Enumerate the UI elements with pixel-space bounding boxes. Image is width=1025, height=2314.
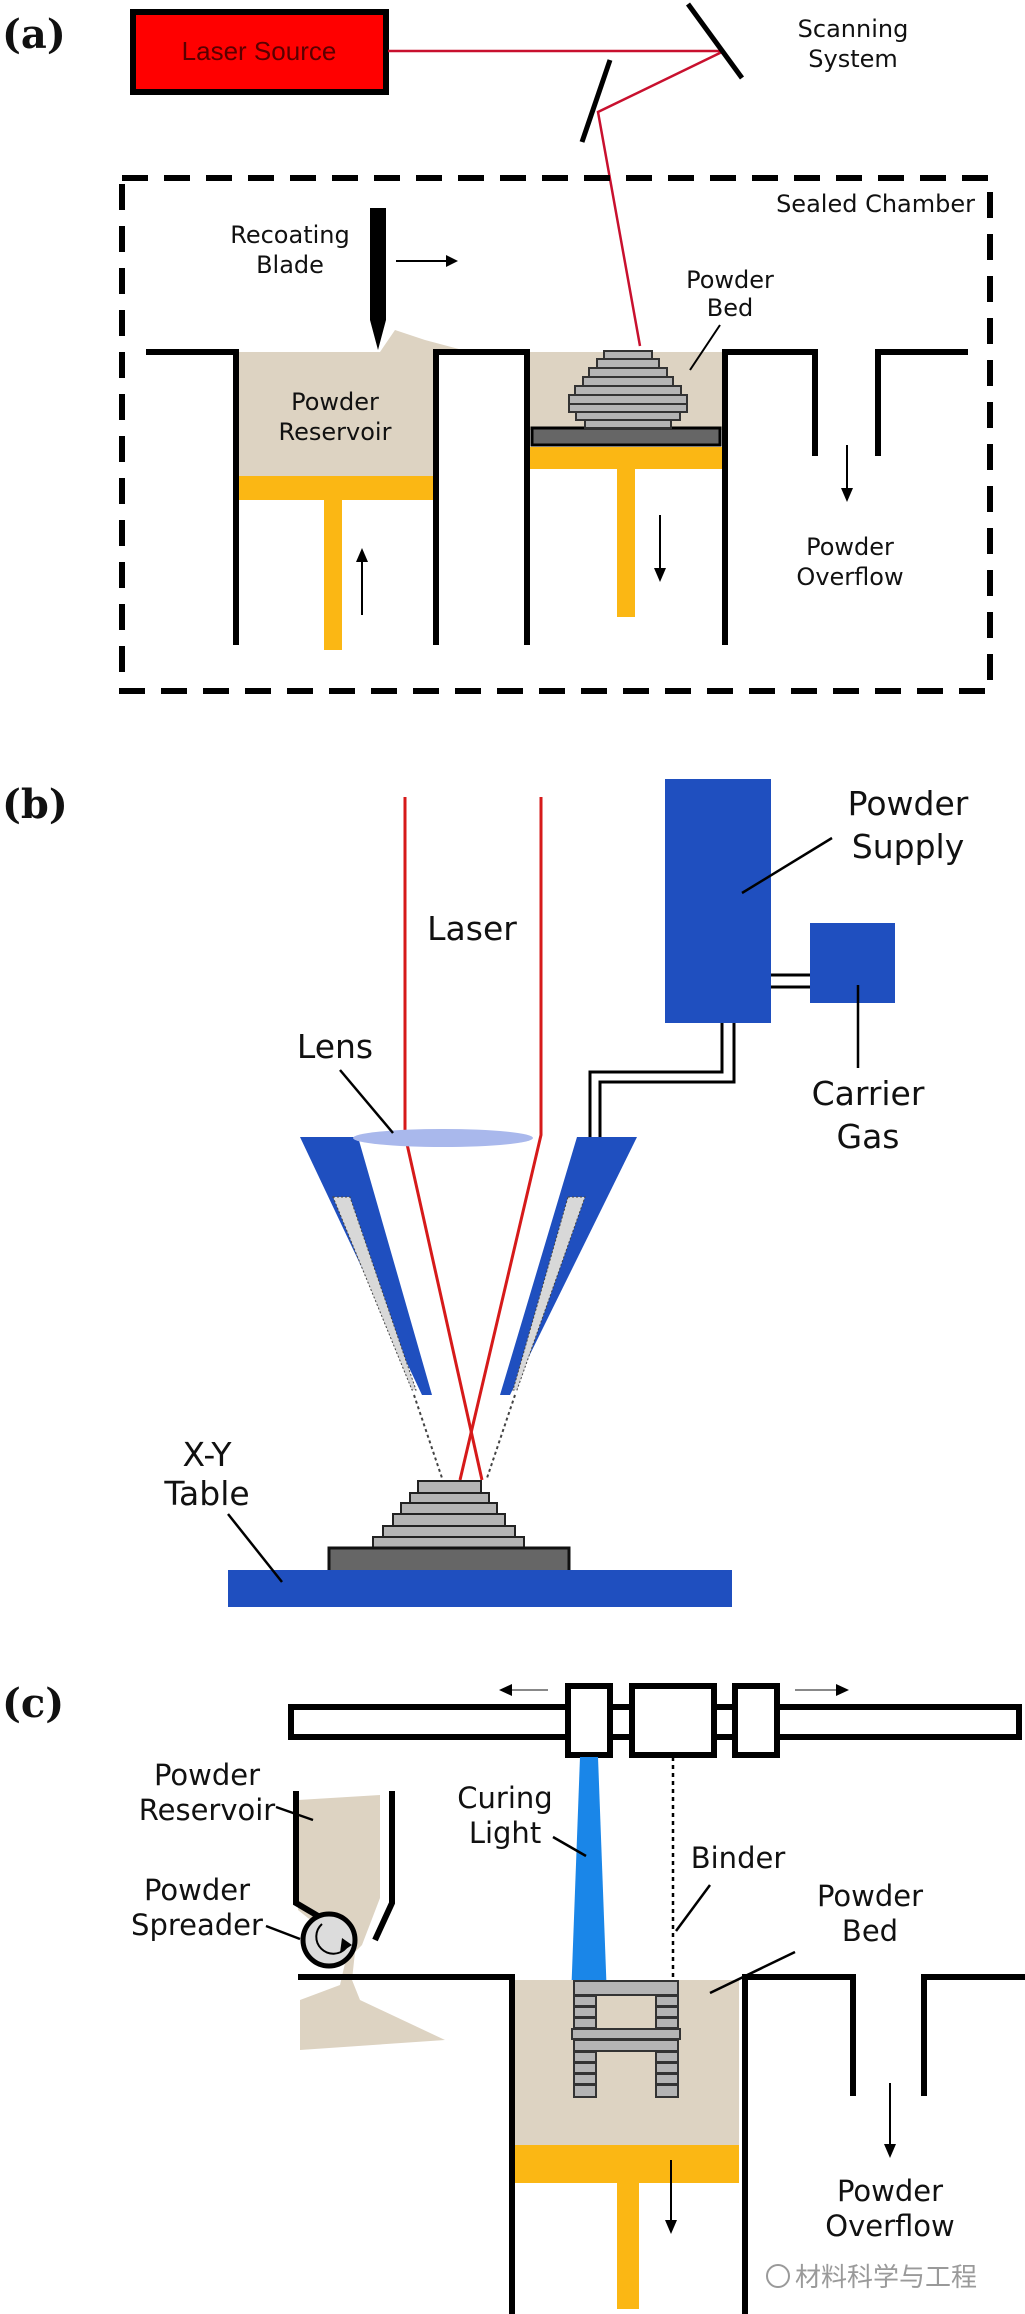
nozzle-right xyxy=(500,1137,637,1395)
gantry-right-arrow-head xyxy=(836,1684,849,1696)
xy-table-leader xyxy=(227,1513,283,1583)
recoat-powder-pile xyxy=(380,330,470,352)
powder-bed-label-1: Powder xyxy=(686,266,774,294)
scanning-mirror-2 xyxy=(579,59,613,143)
powder-bed-leader-c xyxy=(709,1950,796,1995)
powder-spreader-leader-c xyxy=(265,1924,301,1941)
print-head-curing xyxy=(565,1683,613,1758)
build-down-arrow-head xyxy=(654,568,666,582)
overflow-arrow-head-c xyxy=(884,2144,896,2158)
powder-bed-label-2: Bed xyxy=(707,294,753,322)
build-piston-plate-c xyxy=(512,2145,739,2183)
nozzle-left-powder-channel xyxy=(332,1196,417,1391)
laser-beam-right xyxy=(458,797,543,1481)
scanning-system-label-2: System xyxy=(808,45,898,73)
nozzle-right-powder-channel xyxy=(512,1196,586,1391)
build-plate xyxy=(530,426,722,447)
scanning-mirror-1 xyxy=(685,2,745,80)
xy-table-label-2: Table xyxy=(163,1474,249,1513)
panel-c-tag: (c) xyxy=(2,1680,64,1727)
laser-label: Laser xyxy=(427,909,517,948)
powder-stream-right xyxy=(486,1394,516,1479)
lens-leader xyxy=(339,1069,394,1134)
hopper-powder xyxy=(298,1795,445,2050)
wechat-icon xyxy=(766,2264,790,2288)
powder-supply-box xyxy=(665,779,771,1023)
sealed-chamber-label: Sealed Chamber xyxy=(776,190,975,218)
powder-spreader-label-2: Spreader xyxy=(131,1908,263,1942)
print-head-binder xyxy=(629,1683,717,1758)
overflow-arrow-head-a xyxy=(841,488,853,502)
powder-spreader-roller xyxy=(300,1911,358,1969)
powder-bed-label-c-1: Powder xyxy=(817,1879,923,1913)
binder-leader xyxy=(674,1884,712,1932)
chamber-walls-a xyxy=(146,349,968,645)
powder-overflow-label-a-2: Overflow xyxy=(796,563,903,591)
panel-a-tag: (a) xyxy=(2,11,66,58)
chamber-walls-c xyxy=(298,1974,1025,2314)
watermark: 材料科学与工程 xyxy=(766,2263,977,2293)
powder-reservoir-label-c-2: Reservoir xyxy=(139,1793,276,1827)
print-head-right xyxy=(732,1683,780,1758)
recoating-blade-label-1: Recoating xyxy=(230,221,349,249)
reservoir-powder xyxy=(238,352,434,476)
xy-table-label-1: X-Y xyxy=(182,1435,232,1474)
powder-supply-label-2: Supply xyxy=(852,827,964,866)
powder-reservoir-leader-c xyxy=(275,1805,314,1822)
scanning-system-label-1: Scanning xyxy=(798,15,909,43)
deposited-part xyxy=(372,1480,525,1549)
curing-light-beam xyxy=(569,1757,609,2052)
powder-overflow-label-c-2: Overflow xyxy=(825,2209,954,2243)
powder-spreader-label-1: Powder xyxy=(144,1873,250,1907)
build-piston-rod xyxy=(617,469,635,617)
powder-reservoir-label-c-1: Powder xyxy=(154,1758,260,1792)
printed-part-c xyxy=(571,1980,681,2098)
powder-reservoir-label-1: Powder xyxy=(291,388,379,416)
carrier-gas-box xyxy=(810,923,895,1003)
blade-direction-arrow-head xyxy=(446,255,458,267)
build-piston-rod-c xyxy=(617,2183,639,2309)
reservoir-piston-rod xyxy=(324,500,342,650)
xy-table xyxy=(228,1570,732,1607)
roller-rotation-arrow-head xyxy=(340,1938,352,1953)
panel-c: (c) Curing Light Binder Powder Reservoir xyxy=(2,1680,1025,2314)
powder-overflow-label-c-1: Powder xyxy=(837,2174,943,2208)
build-powder-bed-c xyxy=(512,1980,739,2145)
carrier-gas-label-2: Gas xyxy=(837,1117,900,1156)
panel-b-tag: (b) xyxy=(2,781,68,828)
watermark-text: 材料科学与工程 xyxy=(795,2263,977,2293)
curing-light-leader xyxy=(552,1835,587,1858)
binder-label: Binder xyxy=(691,1841,786,1875)
curing-light-label-2: Light xyxy=(469,1816,541,1850)
build-down-arrow-head-c xyxy=(665,2220,677,2234)
carrier-gas-label-1: Carrier xyxy=(812,1074,925,1113)
reservoir-up-arrow-head xyxy=(356,548,368,562)
gas-line xyxy=(771,973,810,989)
printed-part-a xyxy=(568,350,688,429)
powder-bed-label-c-2: Bed xyxy=(842,1914,898,1948)
powder-supply-leader xyxy=(741,836,833,895)
powder-bed-leader-a xyxy=(689,324,721,371)
powder-overflow-label-a-1: Powder xyxy=(806,533,894,561)
panel-b: (b) Laser Powder Supply Carrier Gas xyxy=(2,779,969,1607)
lens-label: Lens xyxy=(297,1027,373,1066)
laser-source-label: Laser Source xyxy=(182,36,337,66)
reservoir-piston-plate xyxy=(238,476,434,500)
powder-reservoir-label-2: Reservoir xyxy=(279,418,392,446)
gantry-left-arrow-head xyxy=(499,1684,512,1696)
panel-a: (a) Laser Source Scanning System Sealed … xyxy=(2,2,993,694)
recoating-blade xyxy=(370,208,386,350)
sealed-chamber-border xyxy=(119,175,993,694)
substrate xyxy=(327,1546,571,1574)
laser-beam-path xyxy=(388,49,725,347)
powder-stream-left xyxy=(413,1394,443,1479)
lens xyxy=(353,1129,533,1147)
laser-source-box xyxy=(130,9,389,95)
build-piston-plate xyxy=(530,447,725,469)
curing-light-label-1: Curing xyxy=(457,1781,552,1815)
powder-supply-label-1: Powder xyxy=(848,784,969,823)
recoating-blade-label-2: Blade xyxy=(256,251,324,279)
